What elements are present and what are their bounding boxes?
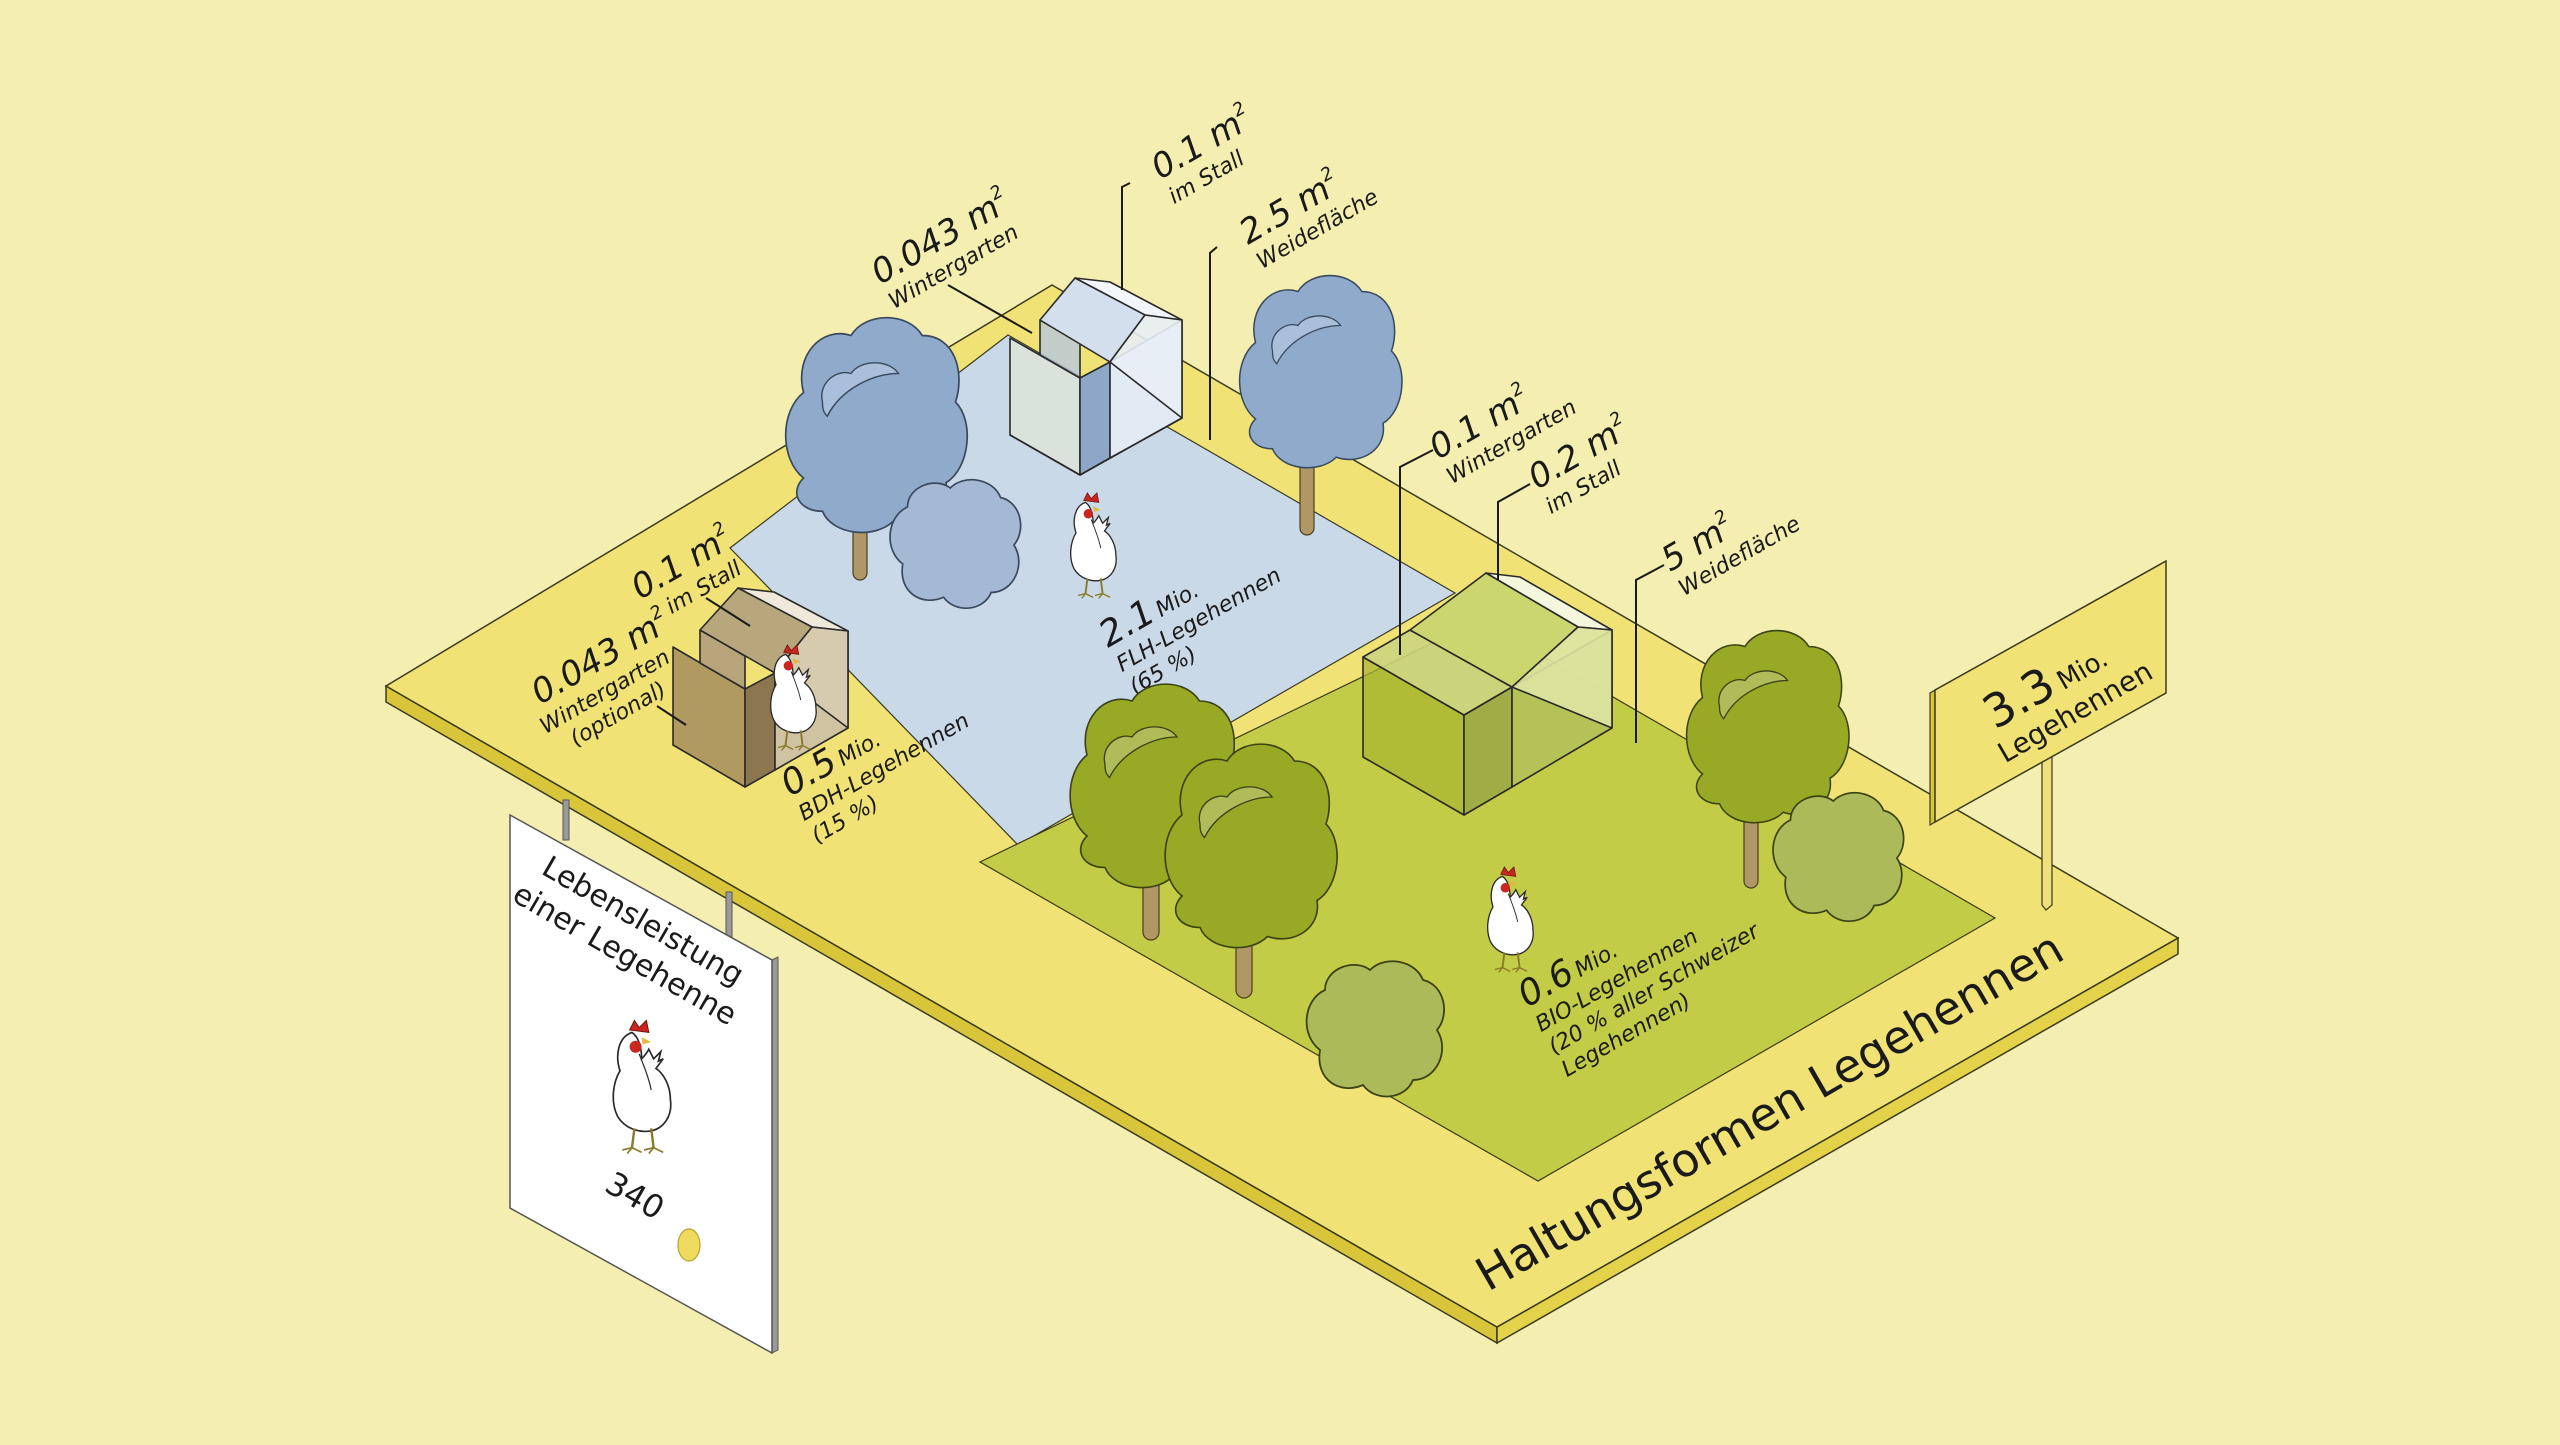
total-sign-post: [2041, 754, 2053, 911]
bdh-winter-leader: [656, 705, 687, 726]
bio-bush-1: [1305, 960, 1445, 1098]
bdh-stall-leader: [705, 597, 751, 627]
bio-bush-2: [1772, 791, 1905, 923]
bio-house: [1362, 572, 1613, 816]
bdh-zone: 0.1 m2 im Stall 0.043 m2 Wintergarten (o…: [525, 518, 974, 849]
bio-tree-3: [1685, 629, 1850, 889]
bio-stall-leader: [1497, 483, 1531, 580]
flh-tree-left: [784, 316, 969, 581]
total-sign: 3.3Mio. Legehennen: [1929, 559, 2167, 911]
bio-tree-1: [1069, 683, 1243, 941]
flh-bush: [889, 478, 1022, 610]
flh-house: [1009, 277, 1183, 476]
bio-winter-leader: [1399, 449, 1434, 655]
flh-tree-right: [1238, 274, 1403, 536]
flh-stall-leader: [1121, 182, 1131, 290]
flh-pasture-leader: [1209, 246, 1218, 440]
flh-winter-leader: [947, 284, 1033, 334]
bio-tree-2: [1164, 743, 1338, 999]
egg-icon: [677, 1228, 701, 1262]
bio-pasture-leader: [1635, 564, 1665, 743]
